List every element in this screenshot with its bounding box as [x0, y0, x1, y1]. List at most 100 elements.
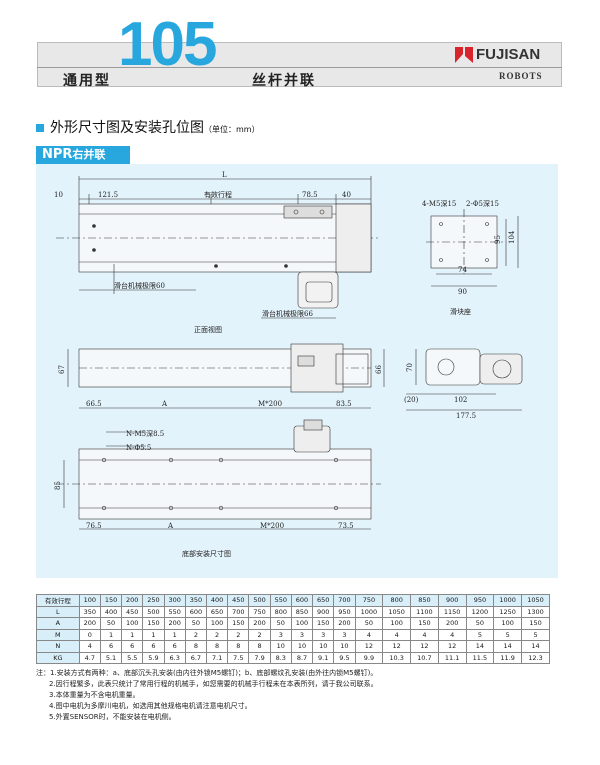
table-cell: 7.5 [227, 651, 250, 664]
table-cell: 2 [206, 628, 229, 641]
table-cell: 5 [493, 628, 523, 641]
bottom-view [56, 407, 381, 530]
table-cell: 3 [269, 628, 292, 641]
end-view [406, 348, 523, 411]
table-row-label: M [36, 628, 80, 641]
table-cell: 10 [290, 640, 314, 653]
table-cell: 650 [206, 605, 229, 618]
table-cell: 750 [248, 605, 271, 618]
table-cell: 50 [184, 617, 208, 630]
bot-76-5: 76.5 [86, 522, 102, 530]
table-cell: 50 [269, 617, 292, 630]
table-cell: 150 [99, 594, 123, 607]
seat-label: 滑块座 [450, 307, 471, 316]
table-cell: 3 [312, 628, 335, 641]
table-cell: 4 [382, 628, 412, 641]
table-cell: 150 [227, 617, 250, 630]
dim-78-5: 78.5 [302, 191, 318, 199]
table-cell: 6 [142, 640, 165, 653]
table-cell: 450 [121, 605, 144, 618]
note-2: 2.因行程繁多，此表只统计了常用行程的机械手，如您需要的机械手行程未在本表所列，… [49, 680, 378, 688]
top-view [67, 343, 385, 393]
table-cell: 5.9 [142, 651, 165, 664]
bot-M200-bot: M*200 [260, 522, 284, 530]
table-cell: 250 [142, 594, 165, 607]
header-left-title: 通用型 [63, 73, 111, 89]
table-cell: 200 [437, 617, 467, 630]
table-cell: 850 [290, 605, 314, 618]
table-cell: 1 [121, 628, 144, 641]
table-cell: 5 [465, 628, 495, 641]
table-cell: 14 [521, 640, 550, 653]
table-cell: 5.5 [121, 651, 144, 664]
table-cell: 100 [382, 617, 412, 630]
table-cell: 9.9 [354, 651, 384, 664]
table-cell: 800 [382, 594, 412, 607]
table-cell: 4.7 [78, 651, 101, 664]
table-cell: 50 [354, 617, 384, 630]
fujisan-logo-icon [455, 47, 473, 63]
table-cell: 5 [521, 628, 550, 641]
dim-stroke: 有效行程 [204, 190, 232, 199]
table-cell: 550 [269, 594, 292, 607]
table-cell: 11.9 [493, 651, 523, 664]
table-cell: 300 [163, 594, 186, 607]
table-cell: 1000 [493, 594, 523, 607]
table-cell: 11.1 [437, 651, 467, 664]
table-cell: 100 [121, 617, 144, 630]
table-cell: 1050 [521, 594, 550, 607]
table-cell: 600 [290, 594, 314, 607]
table-cell: 950 [333, 605, 356, 618]
table-cell: 1150 [437, 605, 467, 618]
table-cell: 1300 [521, 605, 550, 618]
dim-10: 10 [54, 191, 63, 199]
table-cell: 4 [437, 628, 467, 641]
brand-name: FUJISAN [476, 46, 541, 63]
table-cell: 450 [227, 594, 250, 607]
table-cell: 1 [163, 628, 186, 641]
table-cell: 1050 [382, 605, 412, 618]
table-cell: 3 [333, 628, 356, 641]
table-cell: 14 [493, 640, 523, 653]
end-177-5: 177.5 [456, 412, 476, 420]
table-cell: 7.1 [206, 651, 229, 664]
table-cell: 8 [227, 640, 250, 653]
table-cell: 700 [227, 605, 250, 618]
table-cell: 8.3 [269, 651, 292, 664]
seat-90: 90 [458, 288, 467, 296]
table-cell: 200 [333, 617, 356, 630]
table-cell: 10 [312, 640, 335, 653]
bot-83-5: 83.5 [336, 400, 352, 408]
variant-code: NPR [42, 147, 73, 162]
variant-label: NPR右并联 [36, 146, 130, 164]
table-cell: 600 [184, 605, 208, 618]
table-cell: 100 [290, 617, 314, 630]
table-cell: 10 [333, 640, 356, 653]
table-cell: 12 [382, 640, 412, 653]
variant-name: 右并联 [72, 148, 106, 161]
bot-A-top: A [161, 400, 168, 408]
header-banner [37, 42, 562, 87]
dim-L: L [222, 171, 227, 179]
seat-hole: 2-Φ5深15 [466, 199, 499, 208]
end-102: 102 [454, 396, 467, 404]
bot-85: 85 [54, 481, 62, 490]
end-70: 70 [406, 363, 414, 372]
table-cell: 6 [121, 640, 144, 653]
table-cell: 650 [312, 594, 335, 607]
table-cell: 0 [78, 628, 101, 641]
table-cell: 200 [163, 617, 186, 630]
seat-104: 104 [508, 230, 516, 244]
table-row-label: 有效行程 [36, 594, 80, 607]
table-cell: 900 [312, 605, 335, 618]
dim-40: 40 [342, 191, 351, 199]
table-cell: 700 [333, 594, 356, 607]
bot-M200-top: M*200 [258, 400, 282, 408]
table-cell: 3 [290, 628, 314, 641]
top-66: 66 [375, 365, 383, 374]
brand-sub: ROBOTS [499, 71, 543, 81]
technical-drawing: L 10 121.5 有效行程 78.5 40 滑台机械极限60 滑台机械极限6… [54, 171, 523, 558]
